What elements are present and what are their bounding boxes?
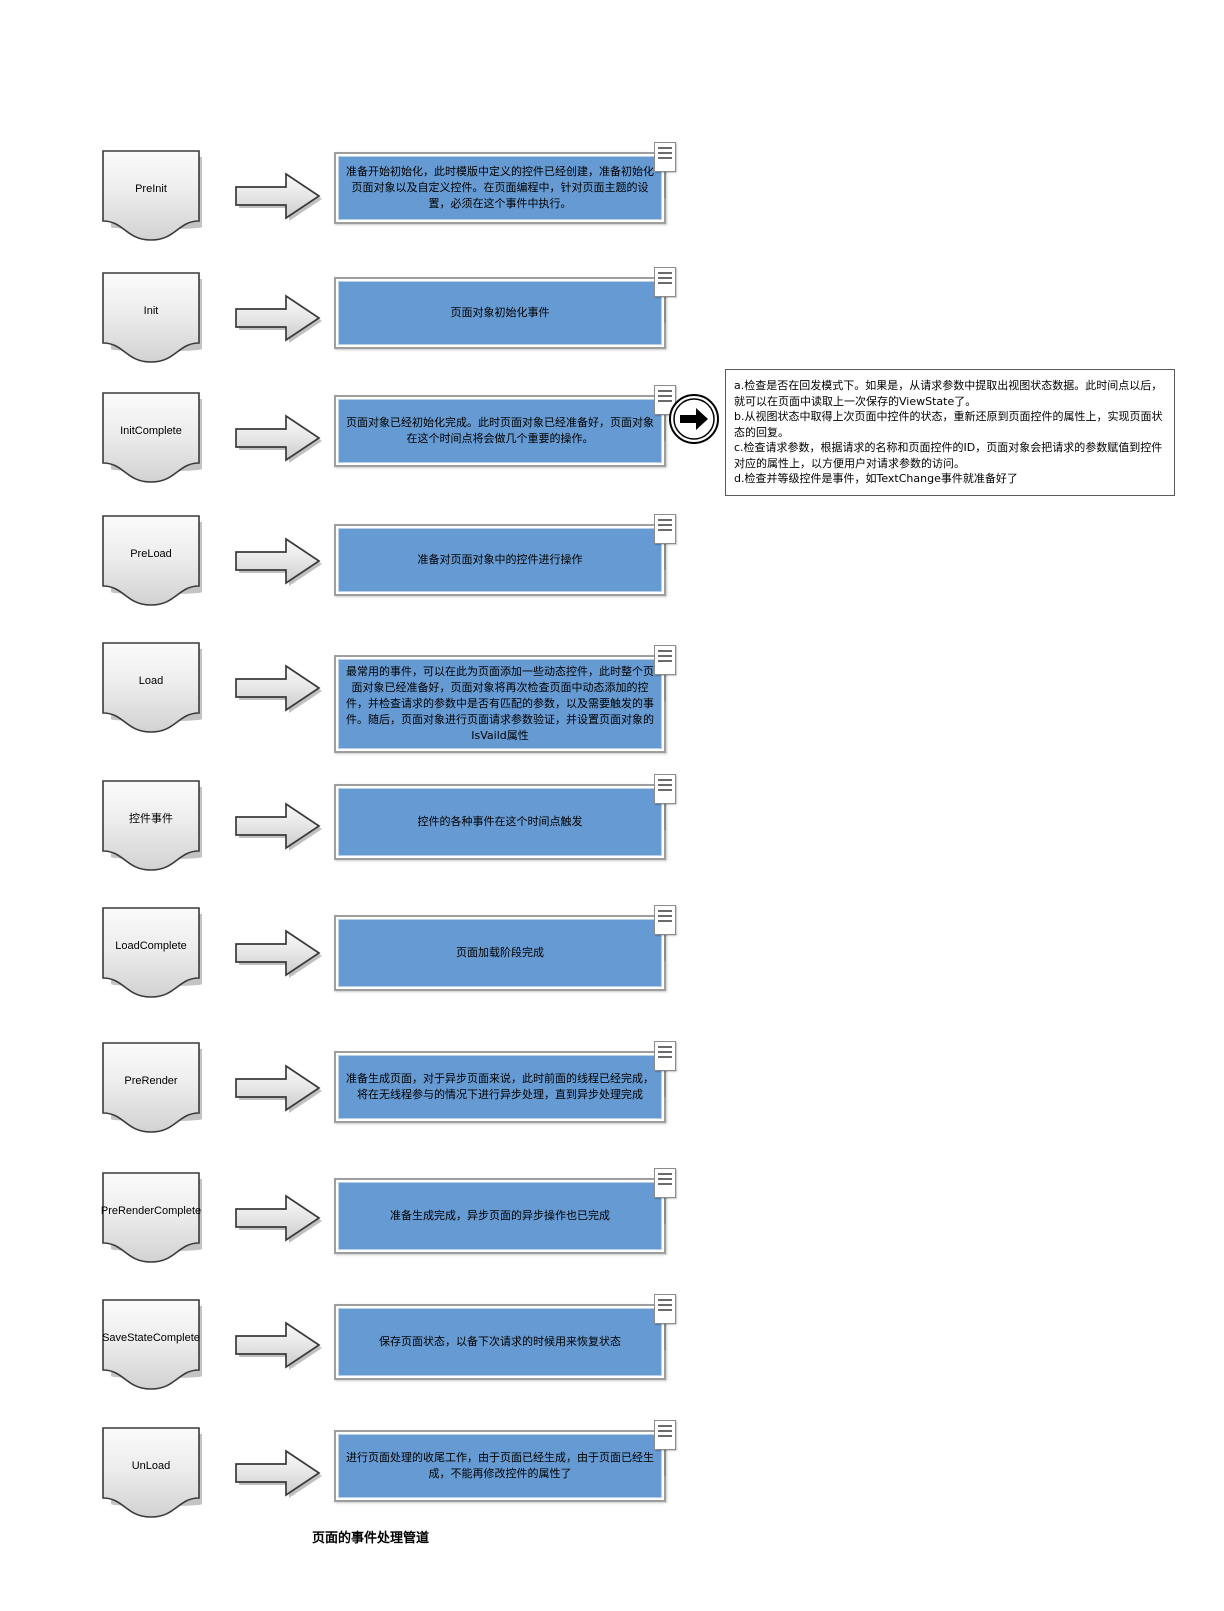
description-box-fill: 准备对页面对象中的控件进行操作 [338, 528, 662, 592]
diagram-caption: 页面的事件处理管道 [312, 1531, 430, 1546]
description-text: 准备开始初始化，此时模版中定义的控件已经创建，准备初始化页面对象以及自定义控件。… [346, 165, 654, 210]
description-box-fill: 准备开始初始化，此时模版中定义的控件已经创建，准备初始化页面对象以及自定义控件。… [338, 156, 662, 220]
description-text: 页面对象初始化事件 [450, 306, 550, 319]
note-connector-line [664, 1450, 666, 1476]
description-text: 进行页面处理的收尾工作，由于页面已经生成，由于页面已经生成，不能再修改控件的属性… [346, 1451, 654, 1480]
description-box-prerendercomplete[interactable]: 准备生成完成，异步页面的异步操作也已完成 [334, 1168, 676, 1254]
stage-shape-control-event[interactable]: 控件事件 [98, 778, 204, 873]
document-note-icon[interactable] [654, 1041, 676, 1071]
description-text: 保存页面状态，以备下次请求的时候用来恢复状态 [379, 1335, 621, 1348]
description-text: 最常用的事件，可以在此为页面添加一些动态控件，此时整个页面对象已经准备好，页面对… [346, 665, 654, 742]
document-note-icon[interactable] [654, 142, 676, 172]
note-connector-line [664, 297, 666, 323]
note-connector-line [664, 544, 666, 570]
description-box-fill: 控件的各种事件在这个时间点触发 [338, 788, 662, 856]
note-connector-line [664, 1198, 666, 1224]
callout-line-c: c.检查请求参数，根据请求的名称和页面控件的ID，页面对象会把请求的参数赋值到控… [734, 441, 1163, 470]
block-arrow-right-icon [234, 1319, 322, 1371]
stage-label: 控件事件 [129, 812, 173, 825]
stage-shape-preload[interactable]: PreLoad [98, 513, 204, 608]
document-note-icon[interactable] [654, 267, 676, 297]
block-arrow-right-icon [234, 1447, 322, 1499]
description-box-initcomplete[interactable]: 页面对象已经初始化完成。此时页面对象已经准备好，页面对象在这个时间点将会做几个重… [334, 385, 676, 467]
document-note-icon[interactable] [654, 385, 676, 415]
block-arrow-right-icon [234, 927, 322, 979]
stage-label: LoadComplete [115, 939, 187, 952]
stage-shape-load[interactable]: Load [98, 640, 204, 735]
note-connector-line [664, 675, 666, 701]
callout-line-d: d.检查并等级控件是事件，如TextChange事件就准备好了 [734, 472, 1018, 485]
block-arrow-right-icon [234, 292, 322, 344]
document-note-icon[interactable] [654, 1168, 676, 1198]
stage-shape-prerender[interactable]: PreRender [98, 1040, 204, 1135]
description-box-unload[interactable]: 进行页面处理的收尾工作，由于页面已经生成，由于页面已经生成，不能再修改控件的属性… [334, 1420, 676, 1502]
stage-label: InitComplete [120, 424, 182, 437]
description-box-init[interactable]: 页面对象初始化事件 [334, 267, 676, 349]
stage-label: Load [138, 674, 164, 687]
circled-arrow-right-icon [668, 393, 720, 445]
description-text: 准备生成页面，对于异步页面来说，此时前面的线程已经完成，将在无线程参与的情况下进… [346, 1072, 654, 1101]
stage-shape-preinit[interactable]: PreInit [98, 148, 204, 243]
stage-label: PreInit [135, 182, 167, 195]
block-arrow-right-icon [234, 170, 322, 222]
stage-label: PreRenderComplete [100, 1204, 202, 1217]
stage-shape-loadcomplete[interactable]: LoadComplete [98, 905, 204, 1000]
description-box-prerender[interactable]: 准备生成页面，对于异步页面来说，此时前面的线程已经完成，将在无线程参与的情况下进… [334, 1041, 676, 1123]
block-arrow-right-icon [234, 800, 322, 852]
stage-shape-initcomplete[interactable]: InitComplete [98, 390, 204, 485]
description-box-load[interactable]: 最常用的事件，可以在此为页面添加一些动态控件，此时整个页面对象已经准备好，页面对… [334, 645, 676, 753]
stage-shape-init[interactable]: Init [98, 270, 204, 365]
description-box-loadcomplete[interactable]: 页面加载阶段完成 [334, 905, 676, 991]
description-text: 准备生成完成，异步页面的异步操作也已完成 [390, 1209, 610, 1222]
stage-label: PreLoad [130, 547, 172, 560]
description-box-fill: 最常用的事件，可以在此为页面添加一些动态控件，此时整个页面对象已经准备好，页面对… [338, 659, 662, 749]
note-connector-line [664, 1324, 666, 1350]
block-arrow-right-icon [234, 1062, 322, 1114]
block-arrow-right-icon [234, 535, 322, 587]
note-connector-line [664, 935, 666, 961]
description-text: 控件的各种事件在这个时间点触发 [417, 815, 583, 828]
document-note-icon[interactable] [654, 645, 676, 675]
stage-label: UnLoad [131, 1459, 171, 1472]
description-box-control-event[interactable]: 控件的各种事件在这个时间点触发 [334, 774, 676, 860]
description-box-fill: 页面对象已经初始化完成。此时页面对象已经准备好，页面对象在这个时间点将会做几个重… [338, 399, 662, 463]
description-text: 页面加载阶段完成 [456, 946, 544, 959]
block-arrow-right-icon [234, 662, 322, 714]
description-box-savestatecomplete[interactable]: 保存页面状态，以备下次请求的时候用来恢复状态 [334, 1294, 676, 1380]
document-note-icon[interactable] [654, 514, 676, 544]
stage-shape-prerendercomplete[interactable]: PreRenderComplete [98, 1170, 204, 1265]
description-box-fill: 保存页面状态，以备下次请求的时候用来恢复状态 [338, 1308, 662, 1376]
description-box-fill: 页面对象初始化事件 [338, 281, 662, 345]
document-note-icon[interactable] [654, 905, 676, 935]
stage-shape-savestatecomplete[interactable]: SaveStateComplete [98, 1297, 204, 1392]
description-text: 准备对页面对象中的控件进行操作 [417, 553, 583, 566]
stage-shape-unload[interactable]: UnLoad [98, 1425, 204, 1520]
viewstate-annotation-callout: a.检查是否在回发模式下。如果是，从请求参数中提取出视图状态数据。此时间点以后，… [725, 369, 1175, 496]
stage-label: SaveStateComplete [102, 1331, 200, 1344]
document-note-icon[interactable] [654, 1420, 676, 1450]
description-box-preinit[interactable]: 准备开始初始化，此时模版中定义的控件已经创建，准备初始化页面对象以及自定义控件。… [334, 142, 676, 224]
description-box-fill: 进行页面处理的收尾工作，由于页面已经生成，由于页面已经生成，不能再修改控件的属性… [338, 1434, 662, 1498]
description-box-fill: 页面加载阶段完成 [338, 919, 662, 987]
block-arrow-right-icon [234, 412, 322, 464]
description-box-fill: 准备生成完成，异步页面的异步操作也已完成 [338, 1182, 662, 1250]
note-connector-line [664, 1071, 666, 1097]
document-note-icon[interactable] [654, 774, 676, 804]
document-note-icon[interactable] [654, 1294, 676, 1324]
description-box-preload[interactable]: 准备对页面对象中的控件进行操作 [334, 514, 676, 596]
note-connector-line [664, 172, 666, 198]
callout-line-b: b.从视图状态中取得上次页面中控件的状态，重新还原到页面控件的属性上，实现页面状… [734, 410, 1163, 439]
stage-label: PreRender [124, 1074, 178, 1087]
block-arrow-right-icon [234, 1192, 322, 1244]
description-text: 页面对象已经初始化完成。此时页面对象已经准备好，页面对象在这个时间点将会做几个重… [346, 416, 654, 445]
note-connector-line [664, 804, 666, 830]
description-box-fill: 准备生成页面，对于异步页面来说，此时前面的线程已经完成，将在无线程参与的情况下进… [338, 1055, 662, 1119]
note-connector-line [664, 415, 666, 441]
callout-line-a: a.检查是否在回发模式下。如果是，从请求参数中提取出视图状态数据。此时间点以后，… [734, 379, 1163, 408]
stage-label: Init [143, 304, 159, 317]
